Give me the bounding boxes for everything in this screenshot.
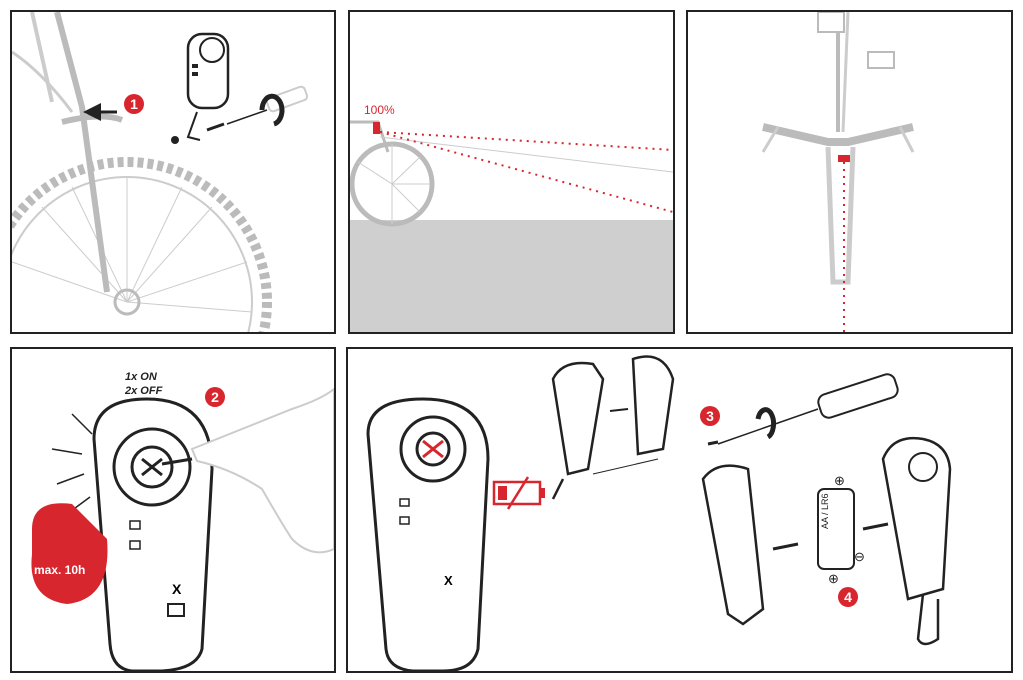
off-instruction: 2x OFF [125,385,163,397]
beam-level-label: 100% [364,103,395,117]
low-battery-icon [492,476,545,510]
beam-front-illustration [761,12,915,332]
step-1-badge: 1 [124,94,144,114]
battery-change-illustration: X [366,355,952,671]
battery-type-label: AA / LR6 [820,493,830,529]
panel-mount-fork: 1 [10,10,336,334]
panel-beam-side-view: 100% [348,10,675,334]
runtime-badge: max. 10h [34,563,86,577]
step-2-badge: 2 [205,387,225,407]
panel-beam-front-view [686,10,1013,334]
step-4-badge: 4 [838,587,858,607]
battery-minus: ⊖ [854,549,865,564]
battery-plus-top: ⊕ [834,473,845,488]
svg-text:X: X [172,581,182,597]
battery-plus-bottom: ⊕ [828,571,839,586]
beam-side-illustration [350,120,673,332]
step-3-badge: 3 [700,406,720,426]
panel-power-button: X 1x ON 2x OFF 2 max. 10h [10,347,336,673]
svg-text:X: X [444,573,453,588]
panel-battery-change: X 3 4 AA / LR6 ⊕ ⊕ ⊖ [346,347,1013,673]
fork-mount-illustration [12,12,309,332]
power-button-illustration: X [31,387,334,671]
on-instruction: 1x ON [125,371,157,383]
